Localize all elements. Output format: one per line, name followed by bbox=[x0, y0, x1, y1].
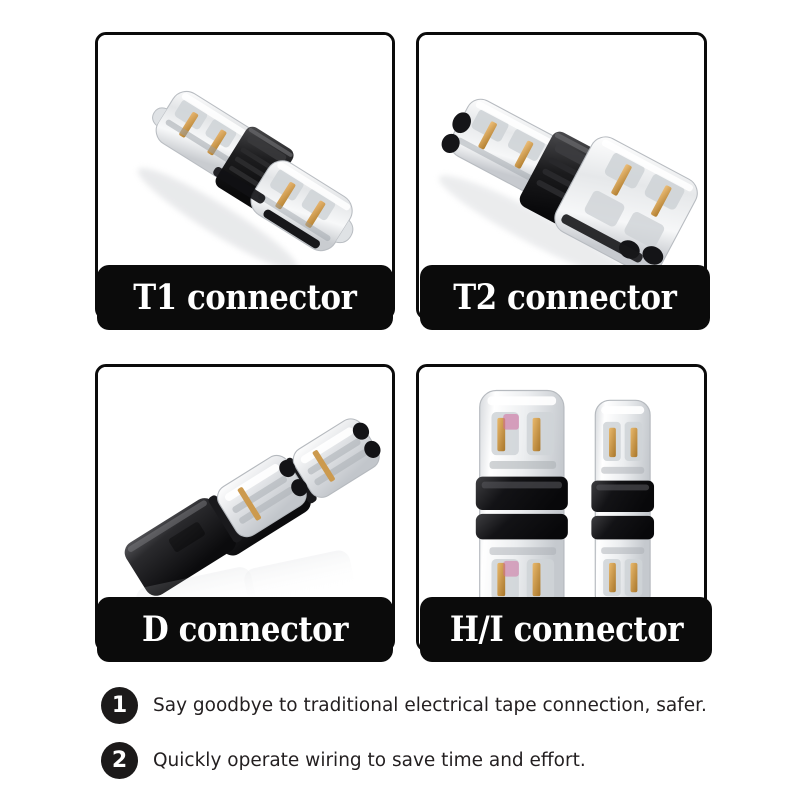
feature-badge-2: 2 bbox=[101, 742, 138, 779]
caption-label-t1: T1 connector bbox=[133, 277, 357, 318]
caption-bar-t2: T2 connector bbox=[420, 265, 710, 330]
caption-label-t2: T2 connector bbox=[453, 277, 677, 318]
caption-bar-t1: T1 connector bbox=[97, 265, 393, 330]
product-panel-hi[interactable] bbox=[416, 364, 707, 652]
caption-label-hi: H/I connector bbox=[449, 609, 683, 650]
product-photo-hi bbox=[419, 367, 704, 649]
product-panel-grid: T1 connector T2 connector D connector H/… bbox=[95, 32, 712, 662]
feature-badge-1: 1 bbox=[101, 687, 138, 724]
feature-item-2: 2 Quickly operate wiring to save time an… bbox=[0, 733, 800, 788]
feature-text-1: Say goodbye to traditional electrical ta… bbox=[153, 695, 707, 716]
caption-bar-hi: H/I connector bbox=[420, 597, 712, 662]
feature-list: 1 Say goodbye to traditional electrical … bbox=[0, 678, 800, 788]
feature-text-2: Quickly operate wiring to save time and … bbox=[153, 750, 586, 771]
caption-bar-d: D connector bbox=[97, 597, 393, 662]
caption-label-d: D connector bbox=[141, 609, 349, 650]
feature-item-1: 1 Say goodbye to traditional electrical … bbox=[0, 678, 800, 733]
